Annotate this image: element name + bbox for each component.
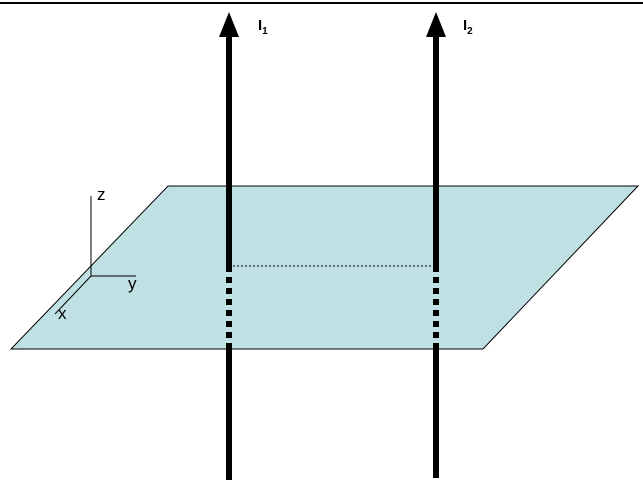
x-axis-line <box>54 275 92 315</box>
z-axis-label: z <box>97 185 106 204</box>
wire-1 <box>219 12 239 480</box>
x-axis-label: x <box>58 304 67 323</box>
wire-2-arrowhead-icon <box>426 12 446 37</box>
wire-1-label-letter: I <box>258 17 262 34</box>
wire-2-label-letter: I <box>463 17 467 34</box>
coordinate-axes: z y x <box>54 185 137 323</box>
wire-2 <box>426 12 446 478</box>
wire-2-label: I2 <box>463 17 473 37</box>
wire-1-label: I1 <box>258 17 268 37</box>
wire-1-label-subscript: 1 <box>262 26 268 37</box>
y-axis-label: y <box>128 274 137 293</box>
horizontal-plane <box>9 185 640 350</box>
wire-2-label-subscript: 2 <box>467 26 473 37</box>
wire-1-arrowhead-icon <box>219 12 239 37</box>
